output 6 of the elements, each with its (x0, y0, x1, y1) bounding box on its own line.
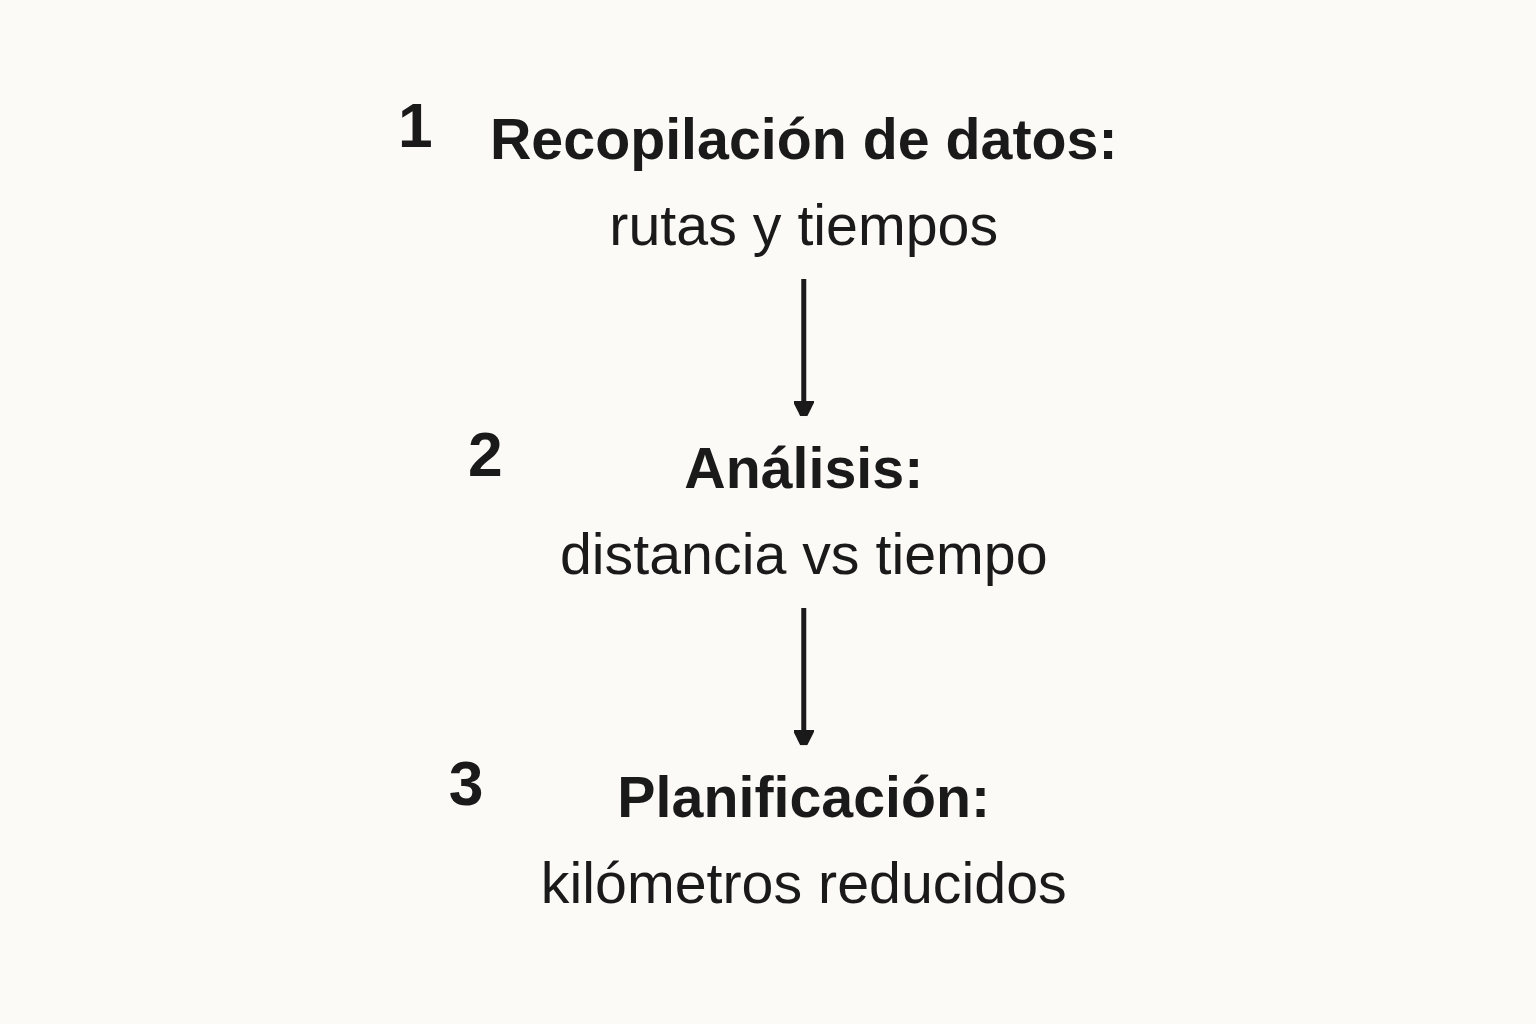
step-number: 3 (449, 748, 484, 818)
step-number: 1 (398, 90, 433, 160)
node-text: Planificación: kilómetros reducidos (541, 765, 1067, 916)
step-number: 2 (468, 419, 503, 489)
node-text: Recopilación de datos: rutas y tiempos (490, 106, 1118, 258)
node-text: Análisis: distancia vs tiempo (560, 435, 1048, 587)
